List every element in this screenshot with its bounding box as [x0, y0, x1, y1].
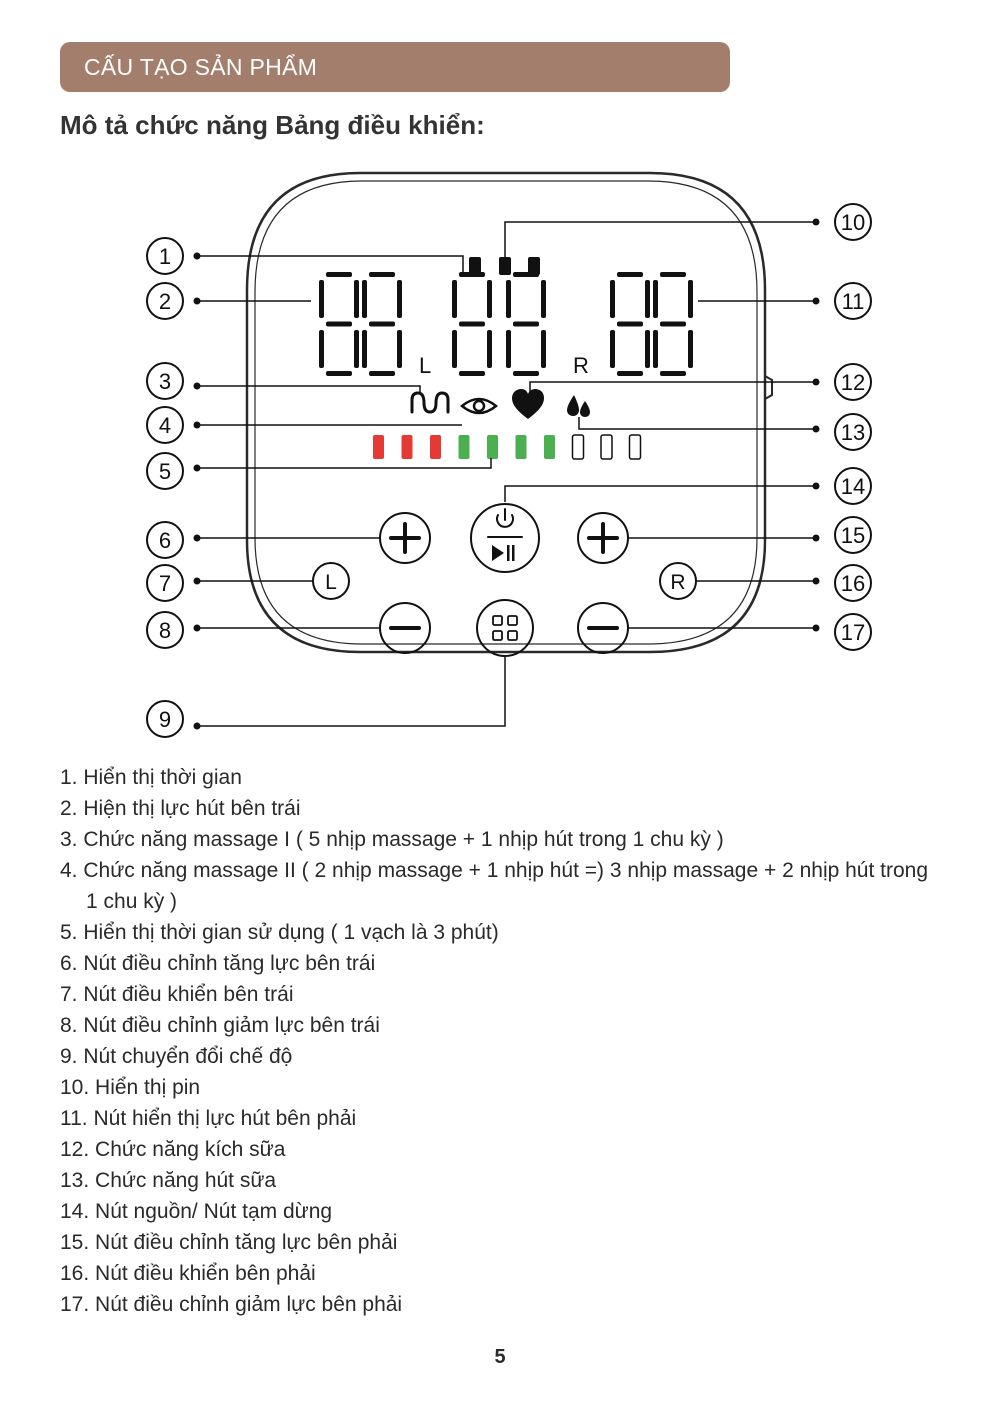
right-control-button-label: R — [670, 571, 685, 594]
list-item: 11. Nút hiển thị lực hút bên phải — [60, 1107, 357, 1130]
list-item: 17. Nút điều chỉnh giảm lực bên phải — [60, 1293, 403, 1316]
list-item: 15. Nút điều chỉnh tăng lực bên phải — [60, 1231, 398, 1254]
svg-text:16: 16 — [841, 571, 865, 596]
list-item: 3. Chức năng massage I ( 5 nhịp massage … — [60, 828, 724, 851]
usage-bar-3 — [430, 435, 441, 459]
list-item: 16. Nút điều khiển bên phải — [60, 1262, 316, 1285]
seven-segment-digits — [319, 272, 693, 376]
callout-4: 4 — [146, 406, 201, 444]
heart-icon — [512, 389, 544, 419]
svg-text:7: 7 — [159, 571, 171, 596]
svg-text:12: 12 — [841, 370, 865, 395]
list-item: 1. Hiển thị thời gian — [60, 766, 242, 789]
left-control-button-label: L — [325, 571, 337, 594]
digit-1 — [319, 272, 359, 376]
callout-5: 5 — [146, 452, 201, 490]
right-side-label: R — [573, 353, 589, 378]
callout-1: 1 — [146, 237, 201, 275]
svg-text:17: 17 — [841, 620, 865, 645]
digit-4 — [506, 272, 546, 376]
svg-text:14: 14 — [841, 474, 865, 499]
digit-2 — [362, 272, 402, 376]
usage-bar-8 — [571, 434, 585, 460]
list-item: 12. Chức năng kích sữa — [60, 1138, 286, 1161]
list-item: 8. Nút điều chỉnh giảm lực bên trái — [60, 1014, 380, 1037]
list-item: 4. Chức năng massage II ( 2 nhịp massage… — [60, 859, 929, 913]
callout-14: 14 — [812, 467, 872, 505]
grid-icon — [492, 615, 518, 641]
mode-button[interactable] — [476, 599, 534, 657]
callout-9: 9 — [146, 700, 201, 738]
leader-lines — [197, 221, 816, 727]
callout-3: 3 — [146, 362, 201, 400]
svg-text:9: 9 — [159, 707, 171, 732]
list-item: 13. Chức năng hút sữa — [60, 1169, 277, 1192]
svg-text:3: 3 — [159, 369, 171, 394]
callout-11: 11 — [812, 282, 872, 320]
list-item: 14. Nút nguồn/ Nút tạm dừng — [60, 1200, 333, 1223]
massage-wave-icon — [410, 391, 450, 414]
callout-7: 7 — [146, 564, 201, 602]
callout-13: 13 — [812, 413, 872, 451]
svg-text:5: 5 — [159, 459, 171, 484]
callout-2: 2 — [146, 282, 201, 320]
svg-text:10: 10 — [841, 210, 865, 235]
callout-17: 17 — [812, 613, 872, 651]
svg-text:1: 1 — [159, 244, 171, 269]
panel-inner-outline — [254, 180, 758, 645]
page-number: 5 — [494, 1346, 506, 1368]
usage-bar-2 — [401, 435, 413, 459]
control-panel-diagram: L R — [146, 171, 872, 738]
power-pause-button[interactable] — [470, 503, 540, 573]
section-banner: CẤU TẠO SẢN PHẨM — [60, 42, 730, 92]
usage-time-bars — [373, 434, 642, 460]
usage-bar-5 — [487, 435, 498, 459]
svg-text:4: 4 — [159, 413, 171, 438]
usage-bar-1 — [373, 435, 384, 459]
svg-text:2: 2 — [159, 289, 171, 314]
svg-text:11: 11 — [842, 289, 865, 314]
list-item: 2. Hiện thị lực hút bên trái — [60, 797, 301, 820]
usage-bar-9 — [600, 434, 613, 460]
play-pause-icon — [492, 545, 515, 561]
panel-side-notch — [764, 375, 773, 400]
function-list: 1. Hiển thị thời gian 2. Hiện thị lực hú… — [60, 762, 940, 1320]
callout-16: 16 — [812, 564, 872, 602]
milk-drops-icon — [567, 395, 590, 417]
digit-6 — [653, 272, 693, 376]
panel-outline — [245, 171, 767, 654]
svg-text:13: 13 — [841, 420, 865, 445]
list-item: 7. Nút điều khiển bên trái — [60, 983, 294, 1006]
digit-3 — [452, 272, 492, 376]
usage-bar-4 — [458, 435, 470, 459]
list-item: 5. Hiển thị thời gian sử dụng ( 1 vạch l… — [60, 921, 499, 944]
svg-text:6: 6 — [159, 528, 171, 553]
callout-8: 8 — [146, 611, 201, 649]
eye-icon — [460, 397, 498, 415]
list-item: 9. Nút chuyển đổi chế độ — [60, 1045, 293, 1068]
section-subtitle: Mô tả chức năng Bảng điều khiển: — [60, 110, 485, 140]
left-side-label: L — [419, 353, 431, 378]
callout-6: 6 — [146, 521, 201, 559]
usage-bar-7 — [544, 435, 555, 459]
digit-5 — [610, 272, 650, 376]
svg-text:15: 15 — [841, 523, 865, 548]
callout-12: 12 — [812, 363, 872, 401]
callout-10: 10 — [812, 203, 872, 241]
usage-bar-6 — [515, 435, 527, 459]
svg-text:8: 8 — [159, 618, 171, 643]
list-item: 6. Nút điều chỉnh tăng lực bên trái — [60, 952, 376, 975]
usage-bar-10 — [628, 434, 642, 460]
callout-15: 15 — [812, 516, 872, 554]
list-item: 10. Hiển thị pin — [60, 1076, 201, 1099]
power-icon — [487, 508, 523, 538]
battery-indicator — [469, 257, 540, 275]
